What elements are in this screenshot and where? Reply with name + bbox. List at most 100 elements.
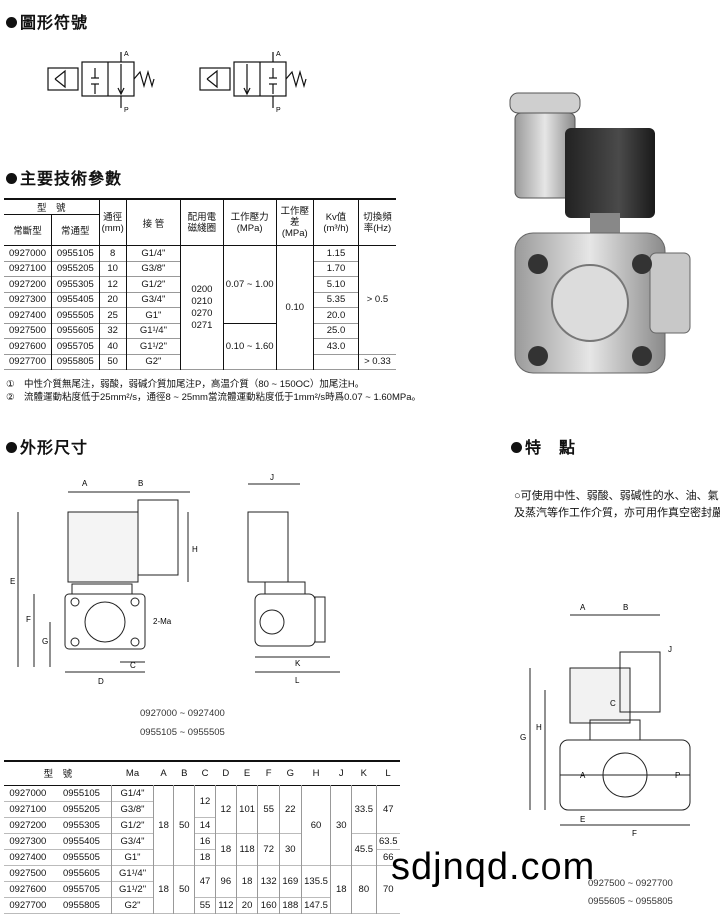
spec-bore: 20 — [98, 292, 127, 308]
svg-text:F: F — [632, 829, 637, 838]
caption-left-2: 0955105 ~ 0955505 — [140, 727, 225, 738]
spec-nc: 0927200 — [4, 276, 53, 292]
dim-k: 80 — [351, 865, 377, 913]
dim-no: 0955705 — [62, 883, 100, 895]
spec-nc: 0927400 — [4, 307, 53, 323]
caption-right-1: 0927500 ~ 0927700 — [588, 878, 673, 889]
dim-f: 55 — [257, 785, 280, 833]
spec-no: 0955405 — [56, 294, 94, 306]
spec-header-freq: 切換頻率(Hz) — [357, 199, 396, 246]
dim-header-j: J — [338, 767, 344, 779]
spec-nc: 0927100 — [4, 261, 53, 277]
spec-nc: 0927500 — [4, 323, 53, 339]
dim-nc: 0927300 — [9, 835, 47, 847]
spec-kv: 20.0 — [313, 307, 359, 323]
dim-header-h: H — [312, 767, 320, 779]
svg-text:K: K — [295, 659, 301, 668]
svg-text:E: E — [580, 815, 585, 824]
dim-header-d: D — [222, 767, 230, 779]
dim-a: 18 — [152, 865, 174, 913]
dimension-drawing-small: A B E F G D C H 2-Ma J K L — [10, 473, 340, 686]
svg-text:G: G — [520, 733, 526, 742]
valve-symbols: A P A P — [47, 51, 307, 114]
spec-bore: 25 — [98, 307, 127, 323]
spec-table: 型 號 通徑(mm) 接 管 配用電磁綫圈 工作壓力(MPa) 工作壓差(MPa… — [4, 198, 396, 370]
dim-header-b: B — [181, 767, 188, 779]
spec-port: G1¹/2" — [139, 340, 167, 352]
dim-nc: 0927000 — [9, 787, 47, 799]
spec-no: 0955205 — [56, 263, 94, 275]
dim-ma: G1" — [111, 849, 154, 865]
svg-text:P: P — [675, 771, 680, 780]
dim-j: 30 — [330, 785, 352, 865]
spec-port: G1/4" — [141, 247, 166, 259]
spec-kv: 5.10 — [313, 276, 359, 292]
dim-l: 47 — [375, 785, 400, 833]
dimension-drawing-large: A B G H C J A P E F — [520, 603, 691, 838]
svg-text:D: D — [98, 677, 104, 686]
dim-g: 188 — [279, 897, 302, 913]
spec-coil: 0200 0210 0270 0271 — [180, 245, 224, 370]
dim-l: 70 — [375, 865, 400, 913]
dim-nc: 0927700 — [9, 899, 47, 911]
svg-text:A: A — [82, 479, 88, 488]
dim-f: 160 — [257, 897, 280, 913]
svg-text:L: L — [295, 676, 300, 685]
spec-port: G1/2" — [141, 278, 166, 290]
dim-a: 18 — [152, 785, 174, 865]
spec-kv: 1.70 — [313, 261, 359, 277]
spec-kv: 5.35 — [313, 292, 359, 308]
svg-text:P: P — [124, 107, 129, 114]
dim-e: 118 — [235, 833, 258, 865]
dim-c: 12 — [194, 785, 216, 817]
dim-ma: G2" — [111, 897, 154, 913]
dim-ma: G1/4" — [111, 785, 154, 801]
dim-g: 30 — [279, 833, 302, 865]
dim-header-k: K — [360, 767, 367, 779]
dim-c: 14 — [194, 817, 216, 833]
valve-symbol-open — [199, 52, 307, 108]
dim-header-f: F — [265, 767, 272, 779]
dim-header-model: 型 號 — [43, 769, 73, 781]
dim-d: 18 — [214, 833, 237, 865]
spec-notes: ① 中性介質無尾注，弱酸，弱碱介質加尾注P，高温介質（80 ~ 150OC）加尾… — [6, 378, 421, 404]
spec-bore: 50 — [98, 354, 127, 370]
svg-text:C: C — [130, 661, 136, 670]
spec-port: G1" — [145, 309, 162, 321]
spec-pressure-1: 0.07 ~ 1.00 — [222, 245, 277, 323]
section-spec-title: 主要技術參數 — [6, 165, 122, 189]
spec-header-coil: 配用電磁綫圈 — [180, 199, 224, 246]
spec-kv: 25.0 — [313, 323, 359, 339]
valve-symbol-closed — [47, 52, 155, 108]
spec-bore: 32 — [98, 323, 127, 339]
spec-pressure-2: 0.10 ~ 1.60 — [222, 322, 277, 370]
watermark: sdjnqd.com — [391, 846, 596, 888]
dim-header-c: C — [201, 767, 209, 779]
dim-nc: 0927500 — [9, 867, 47, 879]
dim-h: 135.5 — [300, 865, 331, 897]
dim-ma: G1/2" — [111, 817, 154, 833]
spec-bore: 10 — [98, 261, 127, 277]
dim-e: 20 — [235, 897, 258, 913]
svg-text:P: P — [276, 107, 281, 114]
dim-c: 16 — [194, 833, 216, 849]
svg-text:A: A — [124, 51, 129, 58]
dim-c: 18 — [194, 849, 216, 865]
dim-c: 55 — [194, 897, 216, 913]
dim-k: 45.5 — [351, 833, 377, 865]
spec-port: G3/8" — [141, 263, 166, 275]
spec-header-nc: 常斷型 — [4, 214, 53, 246]
dim-ma: G3/8" — [111, 801, 154, 817]
spec-diff: 0.10 — [275, 245, 314, 370]
svg-text:B: B — [138, 479, 143, 488]
spec-header-pressure: 工作壓力(MPa) — [222, 199, 277, 246]
dim-l: 63.5 — [375, 833, 400, 849]
